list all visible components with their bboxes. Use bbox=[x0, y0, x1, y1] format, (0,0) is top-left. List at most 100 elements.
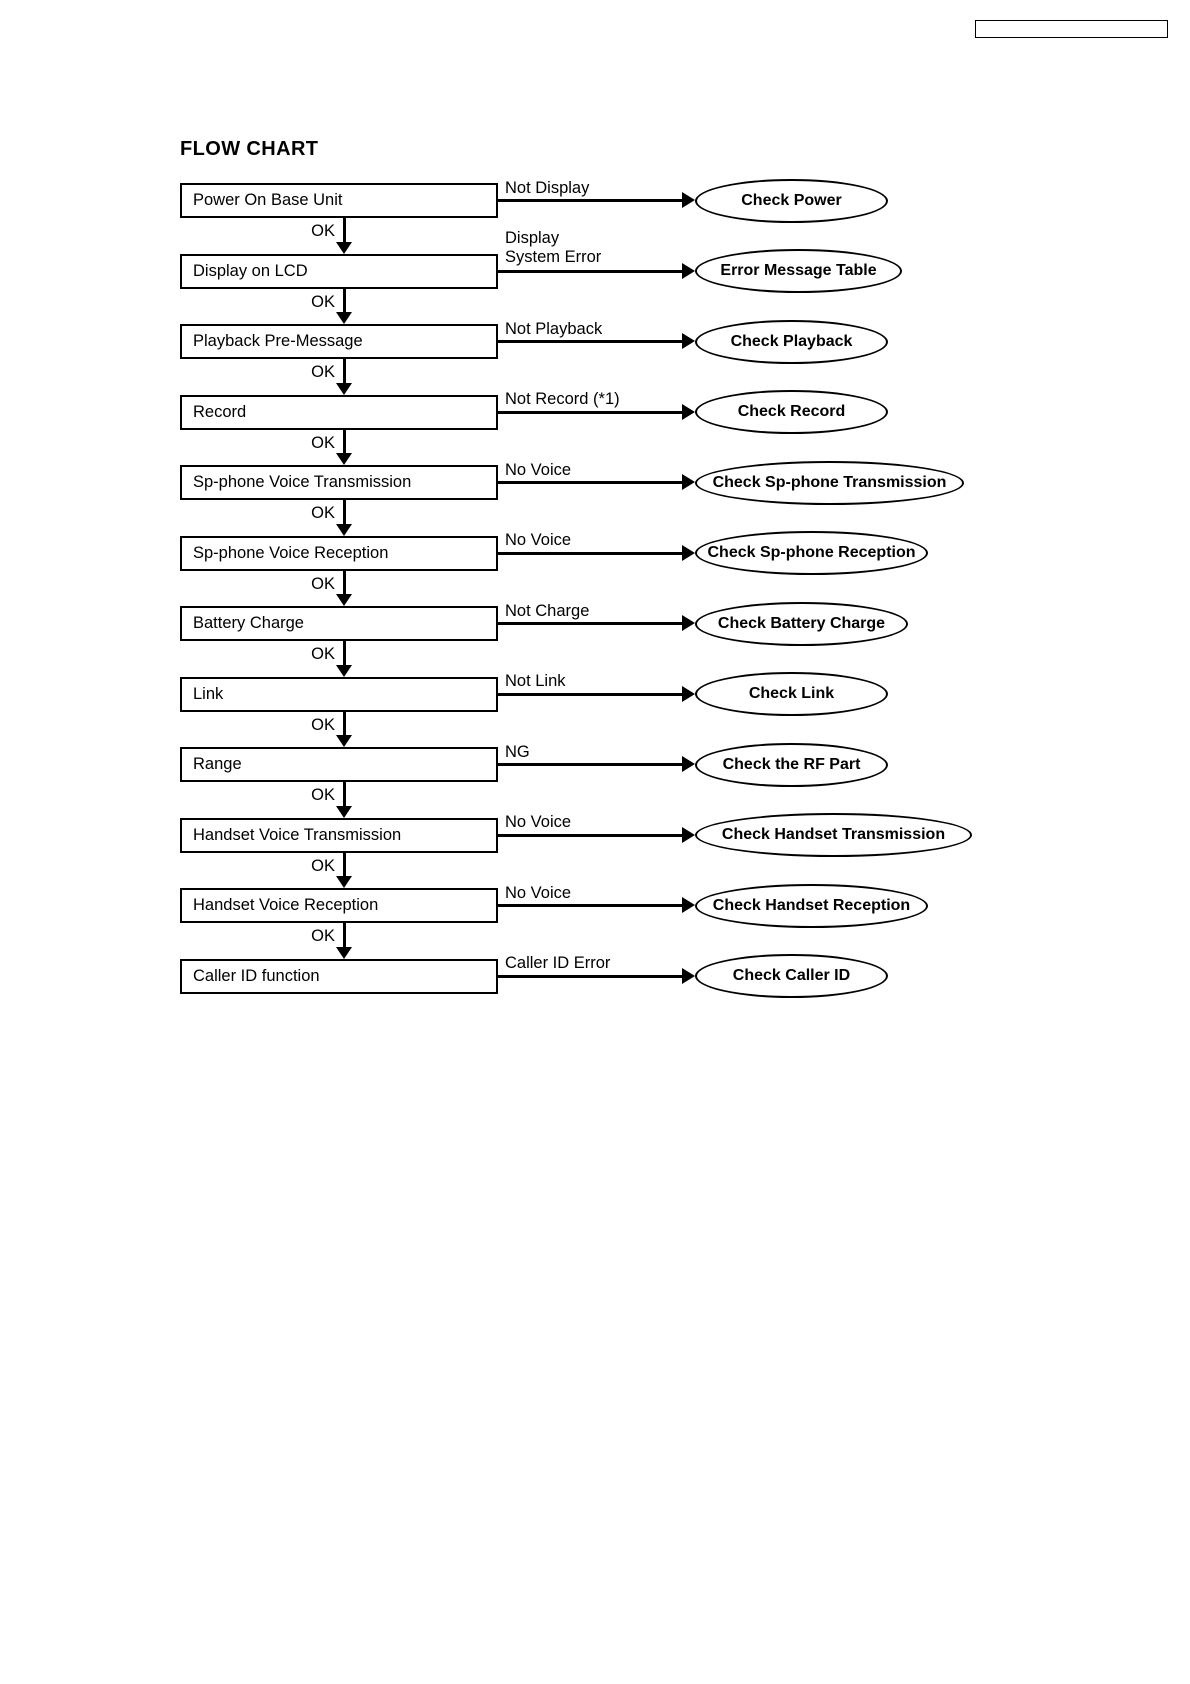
branch-arrowhead-battery-charge bbox=[682, 615, 695, 631]
process-box-label: Range bbox=[193, 755, 242, 774]
process-box-link: Link bbox=[180, 676, 498, 712]
branch-label-caller-id-function: Caller ID Error bbox=[505, 954, 611, 972]
branch-arrowhead-sp-phone-voice-reception bbox=[682, 544, 695, 561]
terminator-label: Check Handset Reception bbox=[712, 896, 911, 914]
flow-arrowhead-down-6 bbox=[336, 594, 352, 606]
branch-label-battery-charge: Not Charge bbox=[505, 601, 590, 620]
terminator-label: Check the RF Part bbox=[722, 755, 861, 773]
terminator-label: Check Playback bbox=[730, 332, 853, 350]
flow-arrowhead-down-8 bbox=[336, 735, 352, 747]
terminator-label: Check Caller ID bbox=[732, 967, 851, 984]
branch-line-handset-voice-transmission bbox=[498, 833, 684, 837]
connector-label-ok-4: OK bbox=[311, 433, 335, 452]
branch-arrowhead-caller-id-function bbox=[682, 967, 695, 984]
flow-connector-ok-2 bbox=[343, 288, 346, 314]
flow-arrowhead-down-3 bbox=[336, 382, 352, 395]
branch-arrowhead-handset-voice-transmission bbox=[682, 826, 695, 843]
branch-label-playback-pre-message: Not Playback bbox=[505, 319, 603, 338]
flow-connector-ok-5 bbox=[343, 500, 346, 526]
branch-label-sp-phone-voice-reception: No Voice bbox=[505, 531, 572, 549]
flow-arrowhead-down-4 bbox=[336, 453, 352, 465]
process-box-label: Record bbox=[193, 402, 247, 421]
branch-label-power-on-base-unit: Not Display bbox=[505, 178, 590, 197]
terminator-label: Check Record bbox=[737, 403, 846, 420]
flow-connector-ok-11 bbox=[343, 923, 346, 949]
branch-line-link bbox=[498, 692, 684, 696]
terminator-check-sp-phone-transmission: Check Sp-phone Transmission bbox=[695, 460, 964, 505]
terminator-check-power: Check Power bbox=[695, 178, 888, 223]
terminator-check-caller-id: Check Caller ID bbox=[695, 954, 888, 998]
flow-arrowhead-down-10 bbox=[336, 876, 352, 888]
flow-connector-ok-4 bbox=[343, 429, 346, 455]
connector-label-ok-11: OK bbox=[311, 927, 335, 945]
branch-arrowhead-link bbox=[682, 685, 695, 702]
flow-arrowhead-down-7 bbox=[336, 664, 352, 677]
terminator-label: Check Power bbox=[741, 191, 842, 209]
branch-line-caller-id-function bbox=[498, 974, 684, 978]
flow-arrowhead-down-5 bbox=[336, 523, 352, 536]
connector-label-ok-6: OK bbox=[311, 574, 335, 593]
terminator-check-the-rf-part: Check the RF Part bbox=[695, 742, 888, 787]
flow-connector-ok-6 bbox=[343, 570, 346, 596]
process-box-label: Display on LCD bbox=[193, 261, 308, 280]
terminator-label: Check Sp-phone Reception bbox=[707, 544, 916, 561]
connector-label-ok-5: OK bbox=[311, 504, 335, 522]
branch-label-line-1: Display bbox=[505, 229, 560, 247]
branch-arrowhead-record bbox=[682, 403, 695, 420]
process-box-sp-phone-voice-transmission: Sp-phone Voice Transmission bbox=[180, 465, 498, 500]
branch-arrowhead-power-on-base-unit bbox=[682, 192, 695, 208]
terminator-check-sp-phone-reception: Check Sp-phone Reception bbox=[695, 531, 928, 575]
terminator-check-handset-transmission: Check Handset Transmission bbox=[695, 813, 972, 857]
branch-label-handset-voice-reception: No Voice bbox=[505, 883, 572, 902]
terminator-check-link: Check Link bbox=[695, 672, 888, 716]
process-box-display-on-lcd: Display on LCD bbox=[180, 253, 498, 289]
process-box-label: Handset Voice Reception bbox=[193, 896, 379, 915]
connector-label-ok-2: OK bbox=[311, 292, 335, 311]
connector-label-ok-8: OK bbox=[311, 715, 335, 734]
branch-arrowhead-range bbox=[682, 756, 695, 772]
flow-arrowhead-down-2 bbox=[336, 312, 352, 324]
terminator-check-playback: Check Playback bbox=[695, 319, 888, 364]
branch-line-battery-charge bbox=[498, 622, 684, 625]
page-title: FLOW CHART bbox=[180, 138, 319, 160]
process-box-handset-voice-reception: Handset Voice Reception bbox=[180, 888, 498, 923]
process-box-label: Sp-phone Voice Reception bbox=[193, 543, 389, 562]
process-box-label: Playback Pre-Message bbox=[193, 332, 363, 351]
flow-connector-ok-3 bbox=[343, 359, 346, 385]
process-box-label: Battery Charge bbox=[193, 614, 304, 633]
flow-connector-ok-8 bbox=[343, 711, 346, 737]
flow-connector-ok-1 bbox=[343, 218, 346, 244]
process-box-record: Record bbox=[180, 394, 498, 430]
flow-arrowhead-down-11 bbox=[336, 946, 352, 959]
terminator-label: Check Battery Charge bbox=[717, 614, 886, 632]
process-box-battery-charge: Battery Charge bbox=[180, 606, 498, 641]
process-box-label: Power On Base Unit bbox=[193, 191, 343, 210]
connector-label-ok-1: OK bbox=[311, 222, 335, 240]
terminator-check-handset-reception: Check Handset Reception bbox=[695, 883, 928, 928]
terminator-label: Check Sp-phone Transmission bbox=[712, 473, 947, 491]
branch-line-sp-phone-voice-transmission bbox=[498, 481, 684, 484]
process-box-sp-phone-voice-reception: Sp-phone Voice Reception bbox=[180, 535, 498, 571]
process-box-power-on-base-unit: Power On Base Unit bbox=[180, 183, 498, 218]
connector-label-ok-10: OK bbox=[311, 856, 335, 875]
connector-label-ok-3: OK bbox=[311, 363, 335, 381]
connector-label-ok-9: OK bbox=[311, 786, 335, 804]
branch-line-handset-voice-reception bbox=[498, 904, 684, 907]
branch-line-playback-pre-message bbox=[498, 340, 684, 343]
terminator-label: Check Handset Transmission bbox=[721, 826, 946, 843]
branch-line-range bbox=[498, 763, 684, 766]
terminator-label: Error Message Table bbox=[720, 262, 877, 279]
flow-arrowhead-down-1 bbox=[336, 241, 352, 254]
terminator-check-record: Check Record bbox=[695, 390, 888, 434]
flow-connector-ok-7 bbox=[343, 641, 346, 667]
process-box-range: Range bbox=[180, 747, 498, 782]
branch-line-record bbox=[498, 410, 684, 414]
process-box-label: Handset Voice Transmission bbox=[193, 825, 402, 844]
process-box-handset-voice-transmission: Handset Voice Transmission bbox=[180, 817, 498, 853]
branch-arrowhead-playback-pre-message bbox=[682, 333, 695, 349]
flow-connector-ok-10 bbox=[343, 852, 346, 878]
branch-label-range: NG bbox=[505, 742, 530, 761]
process-box-caller-id-function: Caller ID function bbox=[180, 958, 498, 994]
